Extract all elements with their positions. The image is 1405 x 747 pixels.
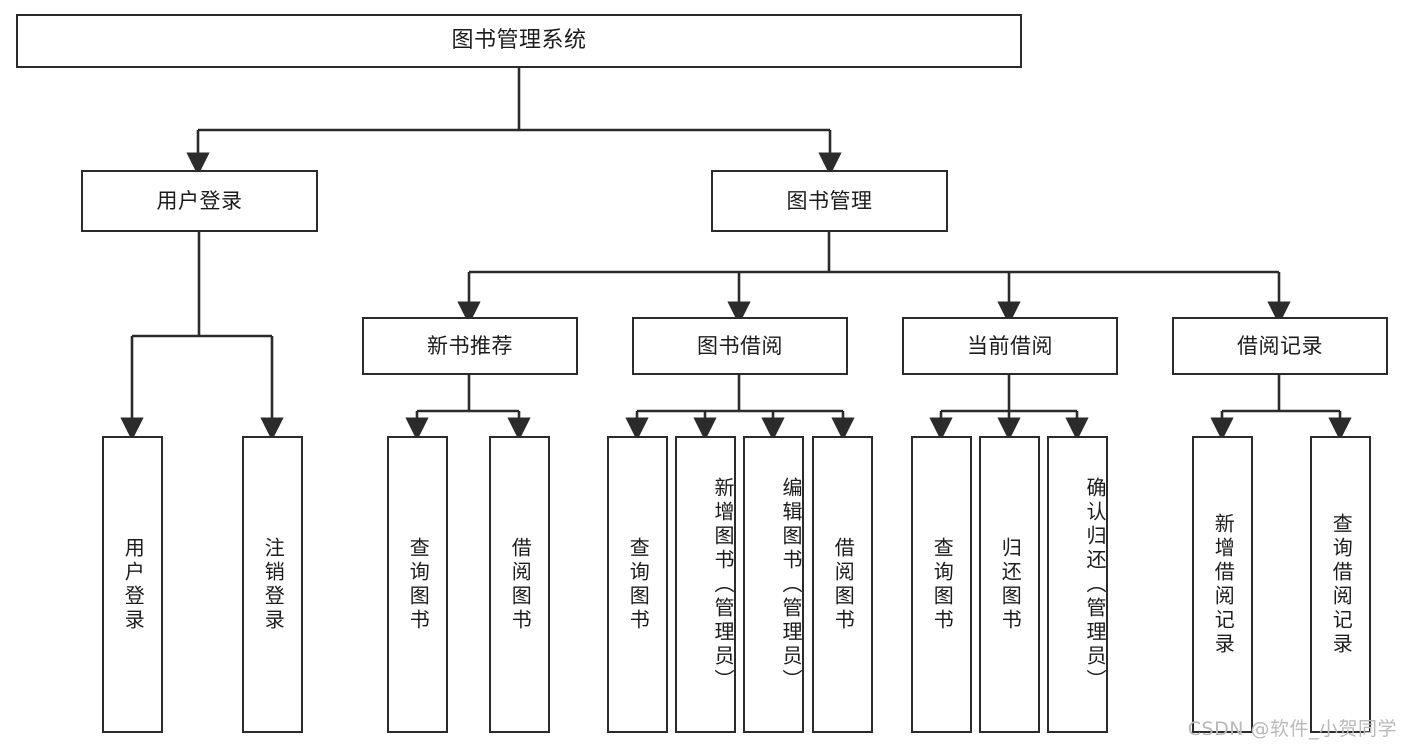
node-current-borrow[interactable]: 当前借阅 bbox=[902, 317, 1118, 375]
node-label: 归还图书 bbox=[998, 536, 1023, 633]
node-leaf-add-borrow-record[interactable]: 新增借阅记录 bbox=[1192, 436, 1253, 733]
node-leaf-borrow-book[interactable]: 借阅图书 bbox=[812, 436, 873, 733]
node-leaf-edit-book-admin[interactable]: 编辑图书（管理员） bbox=[743, 436, 804, 733]
node-leaf-query-book-new[interactable]: 查询图书 bbox=[387, 436, 448, 733]
node-book-borrow[interactable]: 图书借阅 bbox=[632, 317, 848, 375]
node-label: 注销登录 bbox=[261, 536, 286, 633]
node-root-book-management-system[interactable]: 图书管理系统 bbox=[16, 14, 1022, 68]
node-label: 图书管理系统 bbox=[451, 28, 587, 54]
node-leaf-logout[interactable]: 注销登录 bbox=[242, 436, 303, 733]
node-label: 用户登录 bbox=[121, 536, 146, 633]
node-label: 借阅记录 bbox=[1237, 333, 1323, 358]
node-label: 借阅图书 bbox=[831, 536, 856, 633]
node-label: 编辑图书（管理员） bbox=[779, 476, 803, 693]
node-leaf-user-login[interactable]: 用户登录 bbox=[102, 436, 163, 733]
node-label: 查询图书 bbox=[626, 536, 651, 633]
node-label: 新增图书（管理员） bbox=[711, 476, 735, 693]
node-leaf-confirm-return-admin[interactable]: 确认归还（管理员） bbox=[1047, 436, 1108, 733]
node-label: 当前借阅 bbox=[967, 333, 1053, 358]
node-new-book-recommend[interactable]: 新书推荐 bbox=[362, 317, 578, 375]
node-label: 确认归还（管理员） bbox=[1083, 476, 1107, 693]
node-leaf-return-book[interactable]: 归还图书 bbox=[979, 436, 1040, 733]
node-label: 查询借阅记录 bbox=[1329, 512, 1354, 657]
node-label: 用户登录 bbox=[156, 188, 243, 213]
node-label: 新增借阅记录 bbox=[1211, 512, 1236, 657]
node-leaf-query-book-current[interactable]: 查询图书 bbox=[911, 436, 972, 733]
node-leaf-add-book-admin[interactable]: 新增图书（管理员） bbox=[675, 436, 736, 733]
node-label: 查询图书 bbox=[406, 536, 431, 633]
node-user-login[interactable]: 用户登录 bbox=[81, 170, 318, 232]
node-label: 图书管理 bbox=[786, 188, 873, 213]
node-book-management[interactable]: 图书管理 bbox=[711, 170, 948, 232]
node-label: 借阅图书 bbox=[508, 536, 533, 633]
node-label: 图书借阅 bbox=[697, 333, 783, 358]
node-leaf-query-book-borrow[interactable]: 查询图书 bbox=[607, 436, 668, 733]
node-label: 新书推荐 bbox=[427, 333, 513, 358]
node-leaf-borrow-book-new[interactable]: 借阅图书 bbox=[489, 436, 550, 733]
node-label: 查询图书 bbox=[930, 536, 955, 633]
csdn-watermark: CSDN @软件_小贺同学 bbox=[1187, 718, 1397, 740]
node-borrow-record[interactable]: 借阅记录 bbox=[1172, 317, 1388, 375]
node-leaf-query-borrow-record[interactable]: 查询借阅记录 bbox=[1310, 436, 1371, 733]
